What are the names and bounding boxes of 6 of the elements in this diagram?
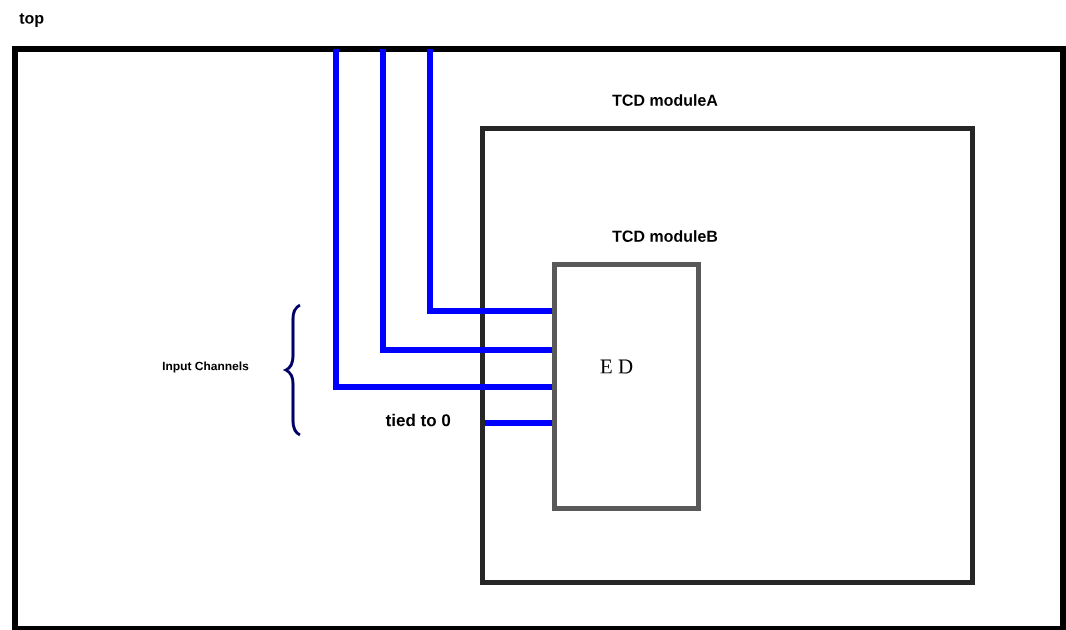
label: Input Channels xyxy=(162,361,249,373)
node-label: TCD moduleB xyxy=(612,230,718,242)
wire-label: tied to 0 xyxy=(385,413,451,427)
module-box: TCD moduleB E D xyxy=(552,230,718,511)
node-label: TCD moduleA xyxy=(612,94,718,106)
node-label: top xyxy=(19,13,44,27)
